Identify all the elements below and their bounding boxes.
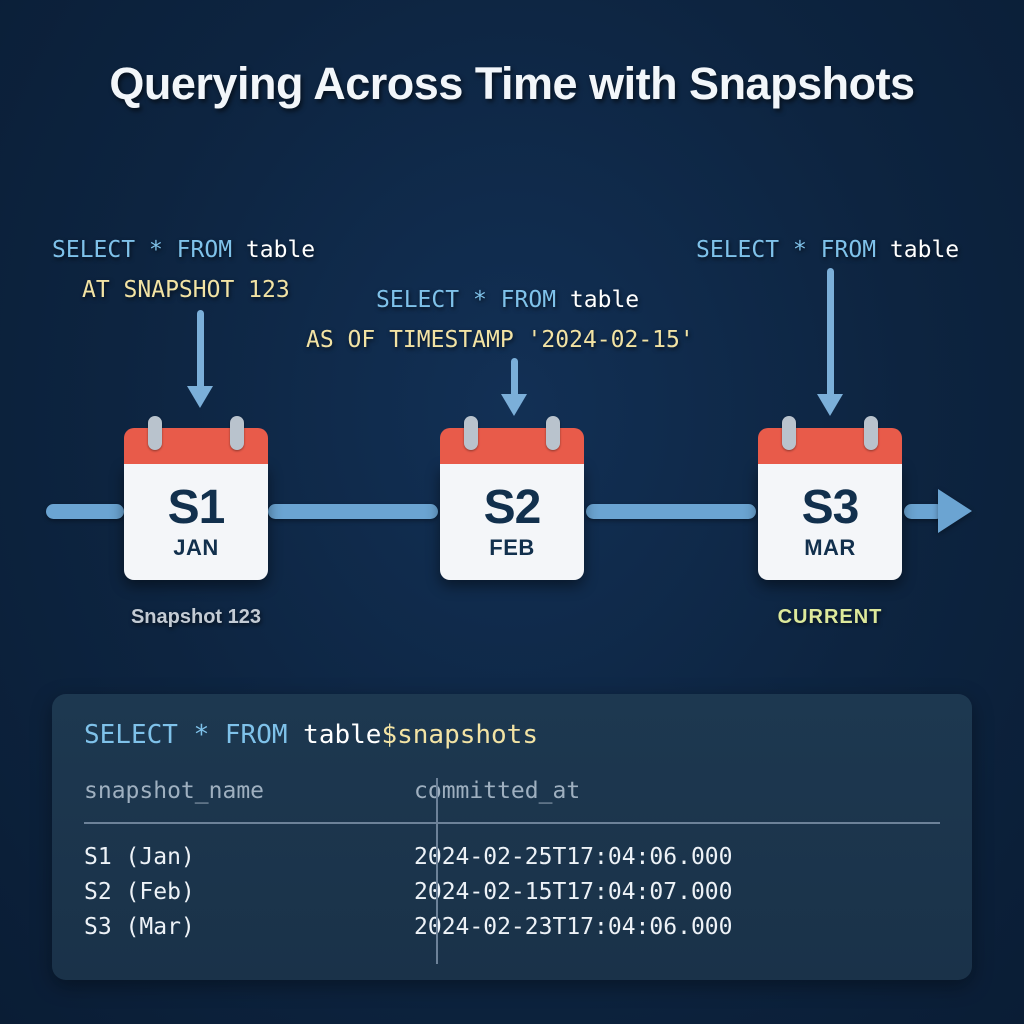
sql-keyword-from: FROM: [820, 237, 877, 263]
sql-star: *: [148, 237, 163, 263]
sql-keyword-select: SELECT: [52, 237, 136, 263]
arrow-shaft: [826, 268, 834, 398]
snapshot-id: S2: [483, 481, 542, 534]
calendar-body: S3 MAR: [758, 464, 902, 580]
arrow-down-icon-snapshot: [182, 310, 218, 408]
snapshot-month: FEB: [489, 535, 535, 560]
arrow-shaft: [510, 358, 518, 398]
arrow-down-icon-timestamp: [496, 358, 532, 416]
calendar-header: [758, 428, 902, 464]
calendar-body: S2 FEB: [440, 464, 584, 580]
sql-star: *: [193, 720, 210, 750]
annotation-timestamp-query: SELECT * FROM table AS OF TIMESTAMP '202…: [306, 280, 694, 360]
sql-star: *: [792, 237, 807, 263]
snapshot-month: JAN: [173, 535, 219, 560]
sql-keyword-select: SELECT: [376, 287, 460, 313]
column-header-snapshot-name: snapshot_name: [84, 778, 265, 804]
calendar-body: S1 JAN: [124, 464, 268, 580]
arrow-head: [187, 386, 213, 408]
calendar-header: [440, 428, 584, 464]
cell-committed-at: 2024-02-25T17:04:06.000: [414, 844, 733, 870]
panel-query: SELECT * FROM table$snapshots: [84, 720, 538, 750]
sql-clause-as-of-timestamp: AS OF TIMESTAMP '2024-02-15': [306, 327, 694, 353]
sql-keyword-from: FROM: [176, 237, 233, 263]
snapshot-card-s3[interactable]: S3 MAR CURRENT: [758, 416, 902, 628]
snapshot-caption-current: CURRENT: [777, 606, 883, 628]
snapshot-card-s2[interactable]: S2 FEB: [440, 416, 584, 580]
table-row: S3 (Mar) 2024-02-23T17:04:06.000: [84, 910, 940, 945]
table-column-divider: [436, 778, 438, 964]
sql-clause-at-snapshot: AT SNAPSHOT 123: [82, 277, 290, 303]
timeline-segment: [46, 504, 124, 519]
timeline-segment: [268, 504, 438, 519]
sql-keyword-select: SELECT: [84, 720, 178, 750]
arrow-down-icon-current: [812, 268, 848, 416]
sql-table-name: table: [303, 720, 382, 750]
cell-snapshot-name: S3 (Mar): [84, 914, 195, 940]
snapshots-table: snapshot_name committed_at S1 (Jan) 2024…: [84, 778, 940, 945]
snapshot-card-s1[interactable]: S1 JAN Snapshot 123: [124, 416, 268, 628]
column-header-committed-at: committed_at: [414, 778, 581, 804]
sql-table-name: table: [889, 237, 960, 263]
timeline-arrow-right-icon: [938, 489, 972, 533]
timeline-segment: [904, 504, 944, 519]
table-header-divider: [84, 822, 940, 824]
sql-system-table: $snapshots: [381, 720, 538, 750]
cell-committed-at: 2024-02-15T17:04:07.000: [414, 879, 733, 905]
arrow-shaft: [196, 310, 204, 390]
table-row: S1 (Jan) 2024-02-25T17:04:06.000: [84, 840, 940, 875]
sql-table-name: table: [569, 287, 640, 313]
sql-keyword-from: FROM: [500, 287, 557, 313]
snapshot-id: S1: [167, 481, 226, 534]
snapshot-caption: Snapshot 123: [130, 606, 262, 628]
cell-snapshot-name: S2 (Feb): [84, 879, 195, 905]
arrow-head: [817, 394, 843, 416]
sql-star: *: [472, 287, 487, 313]
table-header-row: snapshot_name committed_at: [84, 778, 940, 814]
cell-committed-at: 2024-02-23T17:04:06.000: [414, 914, 733, 940]
sql-keyword-select: SELECT: [696, 237, 780, 263]
sql-keyword-from: FROM: [224, 720, 288, 750]
result-panel: SELECT * FROM table$snapshots snapshot_n…: [52, 694, 972, 980]
page-title: Querying Across Time with Snapshots: [109, 58, 915, 109]
snapshot-id: S3: [801, 481, 860, 534]
calendar-header: [124, 428, 268, 464]
annotation-snapshot-query: SELECT * FROM table AT SNAPSHOT 123: [52, 230, 315, 310]
cell-snapshot-name: S1 (Jan): [84, 844, 195, 870]
timeline-segment: [586, 504, 756, 519]
table-row: S2 (Feb) 2024-02-15T17:04:07.000: [84, 875, 940, 910]
sql-table-name: table: [245, 237, 316, 263]
annotation-current-query: SELECT * FROM table: [696, 230, 959, 270]
arrow-head: [501, 394, 527, 416]
snapshot-month: MAR: [804, 535, 856, 560]
